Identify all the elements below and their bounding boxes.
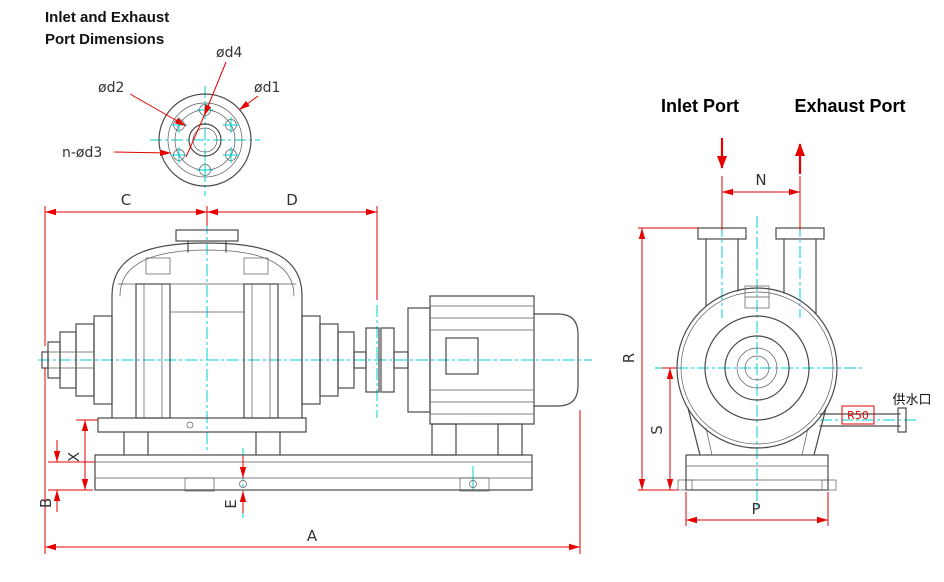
side-view-right-bearing-coupling: [301, 315, 409, 405]
dim-label-r: R: [620, 353, 638, 363]
drawing-title: Inlet and Exhaust Port Dimensions: [45, 9, 169, 48]
side-view-dimension-lines: [44, 206, 581, 554]
front-view-centerlines: [655, 204, 916, 508]
dim-label-b: B: [37, 498, 55, 508]
inlet-port-heading: Inlet Port: [661, 96, 739, 116]
label-n-od3: n-ød3: [62, 145, 102, 161]
side-view: C D A B X E: [37, 191, 592, 554]
front-view: Inlet Port Exhaust Port N R S P R50 供水口: [620, 96, 932, 526]
dim-label-x: X: [65, 452, 83, 462]
side-view-pump-body: [97, 229, 307, 456]
flange-detail-view: ød4 ød2 ød1 n-ød3: [62, 45, 280, 196]
label-od1: ød1: [254, 80, 280, 96]
title-line-1: Inlet and Exhaust: [45, 9, 169, 26]
label-od2: ød2: [98, 80, 124, 96]
flange-leader-lines: [113, 61, 259, 158]
front-view-water-pipe: [819, 407, 907, 433]
flange-bolt-holes: [171, 102, 239, 178]
side-view-left-bearing: [41, 315, 113, 405]
dim-label-a: A: [307, 527, 318, 545]
dim-label-p: P: [751, 500, 760, 518]
dim-label-e: E: [222, 499, 240, 508]
dim-label-d: D: [286, 191, 298, 209]
water-port-label: 供水口: [892, 393, 931, 408]
front-view-base: [677, 407, 837, 491]
side-view-base: [94, 454, 533, 492]
front-view-dimension-lines: [638, 176, 875, 526]
dim-label-n: N: [755, 171, 766, 189]
title-line-2: Port Dimensions: [45, 31, 164, 48]
water-port-note: R50: [847, 409, 869, 422]
dim-label-c: C: [121, 191, 131, 209]
exhaust-port-heading: Exhaust Port: [794, 96, 905, 116]
side-view-motor: [407, 295, 579, 456]
label-od4: ød4: [216, 45, 242, 61]
front-view-ports: [697, 227, 825, 315]
dim-label-s: S: [648, 425, 666, 435]
front-view-flow-arrows: [717, 138, 805, 174]
